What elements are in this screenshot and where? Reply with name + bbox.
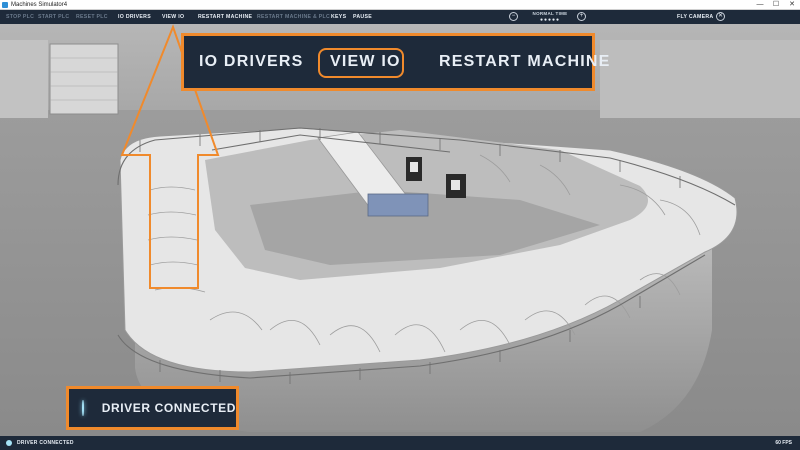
window-title: Machines Simulator4 bbox=[11, 1, 68, 8]
driver-status-led-icon bbox=[82, 400, 84, 416]
driver-status-callout: DRIVER CONNECTED bbox=[66, 386, 239, 430]
menu-bar: STOP PLC START PLC RESET PLC IO DRIVERS … bbox=[0, 10, 800, 24]
close-button[interactable]: ✕ bbox=[789, 1, 795, 8]
sensor-post-2-screen bbox=[451, 180, 460, 190]
status-led-icon bbox=[6, 440, 12, 446]
callout-io-drivers-label: IO DRIVERS bbox=[199, 53, 304, 70]
keys-button[interactable]: KEYS bbox=[331, 14, 347, 20]
fly-camera-button[interactable]: FLY CAMERA bbox=[677, 14, 714, 20]
roller-section bbox=[367, 193, 429, 217]
pause-button[interactable]: PAUSE bbox=[353, 14, 372, 20]
speed-decrease-button[interactable]: − bbox=[509, 12, 518, 21]
restart-machine-plc-button[interactable]: RESTART MACHINE & PLC bbox=[257, 14, 331, 20]
io-drivers-button[interactable]: IO DRIVERS bbox=[118, 14, 151, 20]
speed-increase-button[interactable]: + bbox=[577, 12, 586, 21]
inner-pit-floor bbox=[250, 190, 600, 265]
stop-plc-button[interactable]: STOP PLC bbox=[6, 14, 35, 20]
maximize-button[interactable]: ☐ bbox=[772, 1, 780, 8]
simulation-viewport[interactable] bbox=[0, 24, 800, 436]
status-bar: DRIVER CONNECTED 60 FPS bbox=[0, 436, 800, 450]
view-io-button[interactable]: VIEW IO bbox=[162, 14, 185, 20]
roller-door-slats bbox=[50, 57, 118, 101]
start-plc-button[interactable]: START PLC bbox=[38, 14, 70, 20]
driver-status-label: DRIVER CONNECTED bbox=[17, 440, 74, 446]
minimize-button[interactable]: — bbox=[756, 1, 764, 8]
fly-camera-toggle-icon[interactable]: ✕ bbox=[716, 12, 725, 21]
callout-view-io-label: VIEW IO bbox=[330, 53, 401, 70]
roller-door bbox=[49, 43, 119, 115]
time-scale-indicator: ●●●●● bbox=[539, 17, 561, 23]
back-panel bbox=[600, 40, 800, 118]
restart-machine-button[interactable]: RESTART MACHINE bbox=[198, 14, 253, 20]
railing-posts bbox=[139, 128, 681, 384]
app-icon bbox=[2, 1, 8, 8]
fps-counter: 60 FPS bbox=[775, 440, 792, 446]
view-io-highlight bbox=[318, 48, 404, 78]
time-scale-label: NORMAL TIME bbox=[532, 11, 568, 16]
sensor-post-1-screen bbox=[410, 162, 418, 172]
window-controls: — ☐ ✕ bbox=[752, 0, 800, 10]
driver-status-callout-label: DRIVER CONNECTED bbox=[101, 401, 236, 415]
side-building bbox=[0, 40, 48, 118]
callout-restart-machine-label: RESTART MACHINE bbox=[439, 53, 611, 70]
view-io-pointer-arrow bbox=[120, 24, 220, 289]
menu-zoom-callout: IO DRIVERS VIEW IO RESTART MACHINE bbox=[181, 33, 609, 91]
window-titlebar: Machines Simulator4 — ☐ ✕ bbox=[0, 0, 800, 10]
safety-railings bbox=[117, 127, 736, 379]
reset-plc-button[interactable]: RESET PLC bbox=[76, 14, 108, 20]
